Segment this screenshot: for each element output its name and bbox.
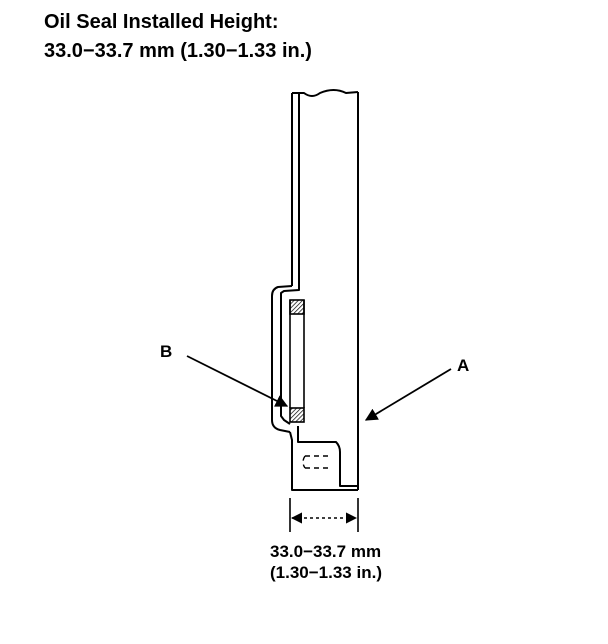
- callout-a-arrow: [364, 368, 452, 421]
- hidden-detail-dashed: [302, 455, 332, 469]
- callout-a-label: A: [457, 356, 470, 375]
- callout-b-arrow: [186, 355, 289, 407]
- oil-seal-upper-section: [289, 299, 305, 315]
- dimension-label: 33.0−33.7 mm (1.30−1.33 in.): [270, 541, 382, 583]
- seal-bore: [289, 300, 305, 408]
- spec-value: 33.0−33.7 mm (1.30−1.33 in.): [44, 40, 312, 62]
- dimension-imperial: (1.30−1.33 in.): [270, 563, 382, 582]
- oil-seal-lower-section: [289, 407, 305, 423]
- callout-b-label: B: [160, 342, 173, 361]
- dimension-line: [289, 498, 359, 532]
- spec-heading: Oil Seal Installed Height: 33.0−33.7 mm …: [44, 8, 312, 66]
- spec-title: Oil Seal Installed Height:: [44, 11, 279, 33]
- shaft-outline: [271, 89, 359, 491]
- dimension-metric: 33.0−33.7 mm: [270, 542, 382, 561]
